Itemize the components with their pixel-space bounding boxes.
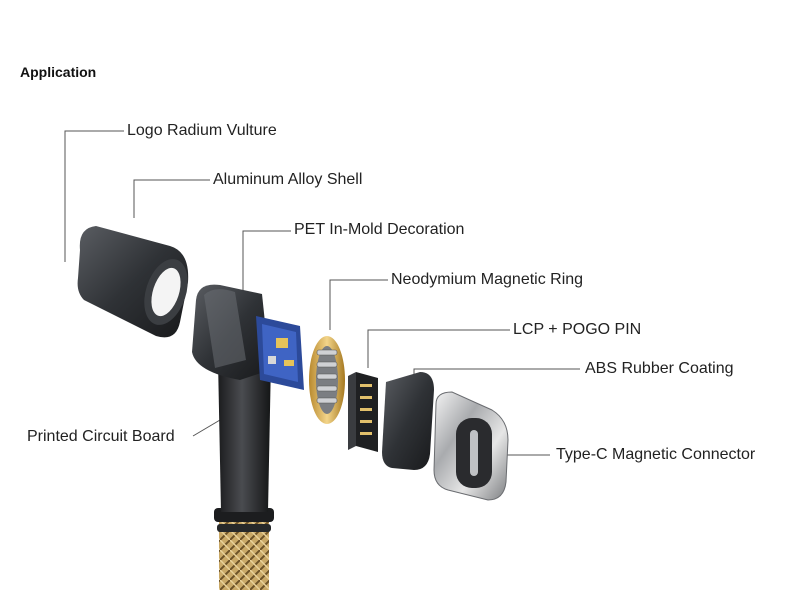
- lcp-pogo-block: [348, 372, 378, 452]
- magnetic-ring: [309, 336, 345, 424]
- leader-shell: [133, 179, 210, 218]
- label-type-c-magnetic-connector: Type-C Magnetic Connector: [556, 446, 756, 463]
- leader-lines: [64, 130, 580, 456]
- leader-lcp: [367, 329, 510, 368]
- abs-rubber-coating: [382, 372, 434, 470]
- leader-pet: [242, 230, 291, 292]
- l-housing: [192, 284, 270, 380]
- label-aluminum-alloy-shell: Aluminum Alloy Shell: [213, 171, 363, 188]
- cable-boot: [218, 360, 271, 512]
- label-logo-radium-vulture: Logo Radium Vulture: [127, 122, 277, 139]
- braided-cable: [214, 508, 274, 590]
- label-neodymium-magnetic-ring: Neodymium Magnetic Ring: [391, 271, 584, 288]
- aluminum-shell: [77, 226, 189, 338]
- label-printed-circuit-board: Printed Circuit Board: [27, 428, 175, 445]
- leader-ring: [329, 279, 388, 330]
- pcb-board: [256, 316, 304, 390]
- section-title: Application: [20, 64, 97, 80]
- typec-connector: [433, 391, 509, 501]
- leader-abs: [413, 368, 580, 378]
- leader-logo: [64, 130, 124, 262]
- label-lcp-pogo-pin: LCP + POGO PIN: [513, 321, 642, 338]
- label-abs-rubber-coating: ABS Rubber Coating: [585, 360, 734, 377]
- label-pet-in-mold-decoration: PET In-Mold Decoration: [294, 221, 465, 238]
- leader-pcb: [192, 400, 221, 437]
